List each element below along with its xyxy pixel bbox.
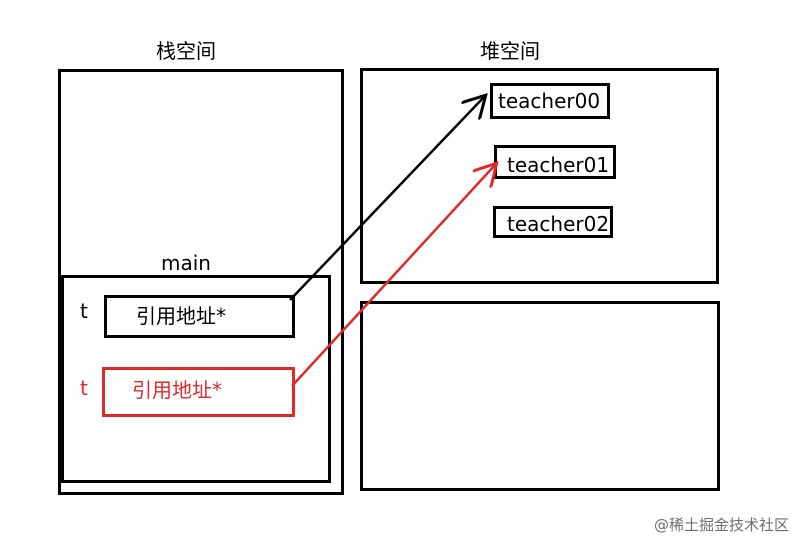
stack-title: 栈空间 bbox=[156, 39, 216, 63]
heap-object-box-0 bbox=[490, 83, 610, 119]
heap-space-box-lower bbox=[360, 301, 720, 491]
heap-object-1: teacher01 bbox=[507, 153, 610, 177]
ref-box-red bbox=[102, 367, 295, 417]
heap-title: 堆空间 bbox=[480, 39, 540, 63]
ref-var-t-black: t bbox=[80, 299, 88, 323]
ref-var-t-red: t bbox=[80, 376, 88, 400]
ref-address-black: 引用地址* bbox=[136, 304, 226, 328]
heap-object-0: teacher00 bbox=[498, 89, 601, 113]
watermark: @稀土掘金技术社区 bbox=[653, 516, 789, 534]
heap-object-2: teacher02 bbox=[507, 212, 610, 236]
ref-address-red: 引用地址* bbox=[132, 378, 222, 402]
main-frame-label: main bbox=[161, 251, 211, 275]
